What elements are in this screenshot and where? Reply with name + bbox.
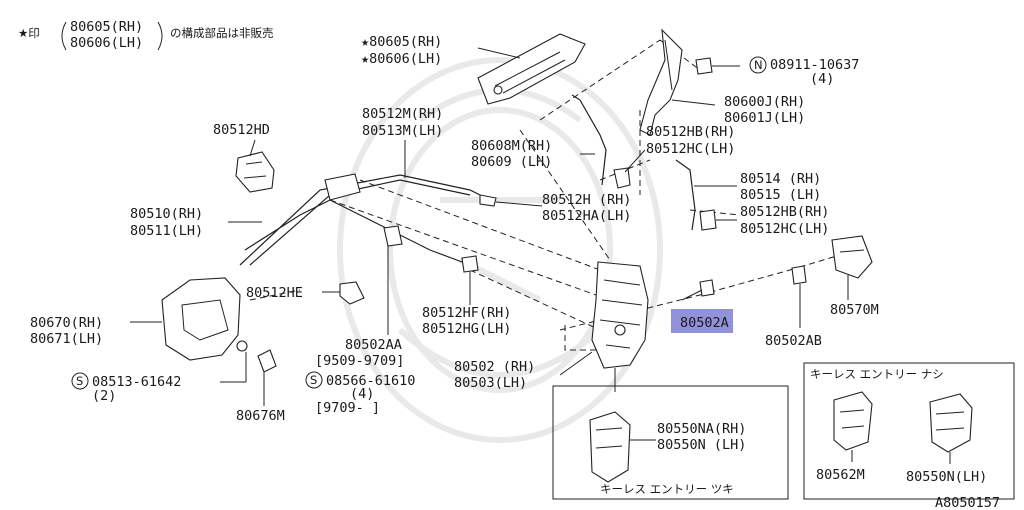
label-80570M: 80570M	[830, 302, 879, 318]
note-suffix: の構成部品は非販売	[170, 26, 274, 40]
label-80512HF: 80512HF(RH)	[422, 305, 511, 321]
label-80502AB: 80502AB	[765, 333, 822, 349]
outside-handle-part	[477, 33, 586, 105]
label-80502A: 80502A	[680, 315, 729, 331]
note-prefix: ★印	[18, 26, 40, 40]
s-symbol-icon-2	[305, 371, 323, 389]
clip-80512HE-part	[339, 281, 365, 305]
part-labels: ★80605(RH) ★80606(LH) N 08911-10637 (4) …	[30, 34, 879, 424]
door-lock-part	[591, 261, 649, 392]
s-symbol-text-1: S	[76, 374, 83, 388]
label-08911: 08911-10637	[770, 57, 859, 73]
label-80515: 80515 (LH)	[740, 187, 821, 203]
label-80512HD: 80512HD	[213, 122, 270, 138]
handle-bracket-part	[639, 28, 683, 136]
label-80512HC-b: 80512HC(LH)	[740, 221, 829, 237]
label-80670: 80670(RH)	[30, 315, 103, 331]
label-80609: 80609 (LH)	[471, 154, 552, 170]
s-symbol-icon-1	[71, 372, 89, 390]
clip-80512HD-part	[235, 151, 275, 193]
keyless-without-caption: キーレス エントリー ナシ	[810, 367, 944, 381]
label-80502: 80502 (RH)	[454, 359, 535, 375]
figure-code: A8050157	[935, 495, 1000, 510]
s-symbol-text-2: S	[310, 373, 317, 387]
label-80676M: 80676M	[236, 408, 285, 424]
label-08513: 08513-61642	[92, 374, 181, 390]
label-80512M: 80512M(RH)	[362, 106, 443, 122]
bracket-80570M-part	[831, 235, 873, 300]
label-80512HB-a: 80512HB(RH)	[646, 124, 735, 140]
label-80512H: 80512H (RH)	[542, 192, 631, 208]
non-sale-note: ★印 80605(RH) 80606(LH) の構成部品は非販売	[18, 19, 274, 51]
bolt-08911-part	[695, 57, 740, 75]
label-80502AA: 80502AA	[345, 337, 402, 353]
label-80550N-b: 80550N(LH)	[906, 469, 987, 485]
label-08566-qty: (4)	[350, 386, 374, 402]
label-08513-qty: (2)	[92, 388, 116, 404]
keyless-without-box: キーレス エントリー ナシ 80562M 80550N(LH)	[803, 362, 1015, 500]
label-80550N: 80550N (LH)	[657, 437, 746, 453]
label-08566: 08566-61610	[326, 373, 415, 389]
label-80606: ★80606(LH)	[361, 51, 442, 67]
screw-80502A-part	[681, 279, 715, 301]
label-80601J: 80601J(LH)	[724, 110, 805, 126]
n-symbol-icon	[749, 56, 767, 74]
label-80550NA: 80550NA(RH)	[657, 421, 746, 437]
highlight-box	[671, 309, 733, 333]
keyless-with-box: 80550NA(RH) 80550N (LH) キーレス エントリー ツキ	[552, 385, 789, 500]
control-rods	[571, 94, 717, 231]
label-08911-qty: (4)	[810, 71, 834, 87]
label-80512HB-b: 80512HB(RH)	[740, 204, 829, 220]
label-08566-range: [9709- ]	[315, 400, 380, 416]
label-80514: 80514 (RH)	[740, 171, 821, 187]
keyless-with-caption: キーレス エントリー ツキ	[600, 482, 734, 496]
label-80562M: 80562M	[816, 467, 865, 483]
n-symbol-text: N	[754, 58, 763, 72]
note-line2: 80606(LH)	[70, 35, 143, 51]
label-80512HE: 80512HE	[246, 285, 303, 301]
label-80512HC-a: 80512HC(LH)	[646, 141, 735, 157]
label-80671: 80671(LH)	[30, 331, 103, 347]
bolt-80502AA-part	[383, 225, 403, 335]
label-80513M: 80513M(LH)	[362, 123, 443, 139]
screw-80502AB-part	[791, 265, 807, 328]
cables	[239, 173, 497, 273]
leader-lines	[130, 47, 737, 406]
label-80512HG: 80512HG(LH)	[422, 321, 511, 337]
label-80503: 80503(LH)	[454, 375, 527, 391]
note-line1: 80605(RH)	[70, 19, 143, 35]
label-80512HA: 80512HA(LH)	[542, 208, 631, 224]
label-80600J: 80600J(RH)	[724, 94, 805, 110]
label-80608M: 80608M(RH)	[471, 138, 552, 154]
inside-handle-part	[161, 277, 248, 361]
label-80510: 80510(RH)	[130, 206, 203, 222]
label-80511: 80511(LH)	[130, 223, 203, 239]
label-80605: ★80605(RH)	[361, 34, 442, 50]
cap-80676M-part	[257, 349, 277, 373]
label-80502AA-range: [9509-9709]	[315, 353, 404, 369]
